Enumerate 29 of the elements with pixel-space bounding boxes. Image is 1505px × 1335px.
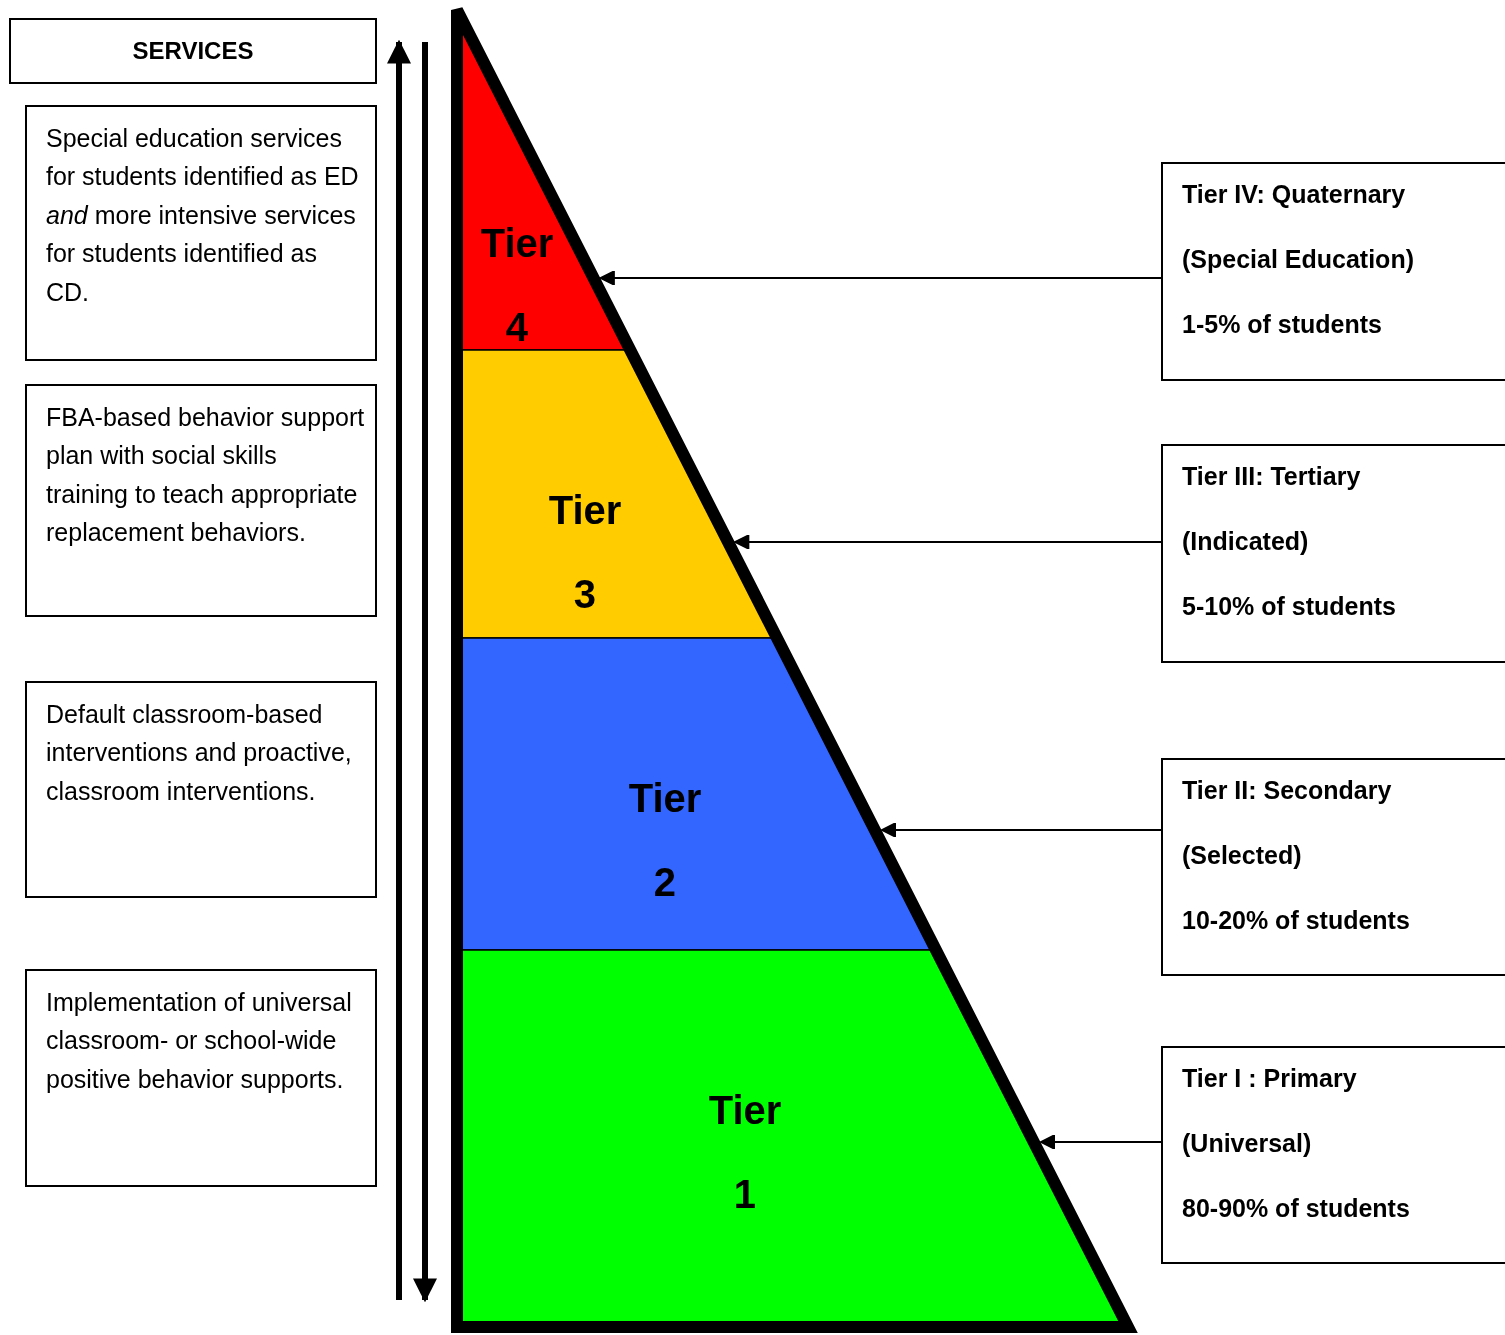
tier-description-text: Tier III: Tertiary bbox=[1182, 461, 1362, 492]
tier-description-text: (Selected) bbox=[1182, 840, 1303, 871]
tier-label: Tier 4 bbox=[480, 220, 554, 351]
tier-description-text: (Universal) bbox=[1182, 1128, 1313, 1159]
service-description-box: FBA-based behavior support plan with social skills training to teach appropriate replacement behaviors. bbox=[25, 384, 377, 617]
tier-description-text: Tier IV: Quaternary bbox=[1182, 179, 1407, 210]
tier-label: Tier 3 bbox=[548, 487, 622, 618]
tier-description-text: 1-5% of students bbox=[1182, 309, 1384, 340]
tier-description-text: (Indicated) bbox=[1182, 526, 1310, 557]
arrow bbox=[880, 822, 1162, 838]
tier-description-box bbox=[1161, 1046, 1505, 1264]
service-description-box: Default classroom-based interventions and proactive, classroom interventions. bbox=[25, 681, 377, 898]
arrow bbox=[733, 534, 1162, 550]
tier-label: Tier 2 bbox=[628, 775, 702, 906]
tier-description-box bbox=[1161, 444, 1505, 663]
tier-description-box bbox=[1161, 758, 1505, 976]
tier-description-text: Tier II: Secondary bbox=[1182, 775, 1393, 806]
tier-description-text: Tier I : Primary bbox=[1182, 1063, 1358, 1094]
service-description-box: Special education services for students identified as ED and more intensive services for students identified as CD. bbox=[25, 105, 377, 361]
tier-label: Tier 1 bbox=[708, 1087, 782, 1218]
tier-description-text: 10-20% of students bbox=[1182, 905, 1411, 936]
tier-description-text: 80-90% of students bbox=[1182, 1193, 1411, 1224]
tier-description-text: 5-10% of students bbox=[1182, 591, 1397, 622]
arrow bbox=[599, 270, 1162, 286]
tier-description-text: (Special Education) bbox=[1182, 244, 1415, 275]
header-box: SERVICES bbox=[9, 18, 377, 84]
service-description-box: Implementation of universal classroom- or school-wide positive behavior supports. bbox=[25, 969, 377, 1187]
arrow bbox=[1039, 1134, 1162, 1150]
tier-description-box bbox=[1161, 162, 1505, 381]
